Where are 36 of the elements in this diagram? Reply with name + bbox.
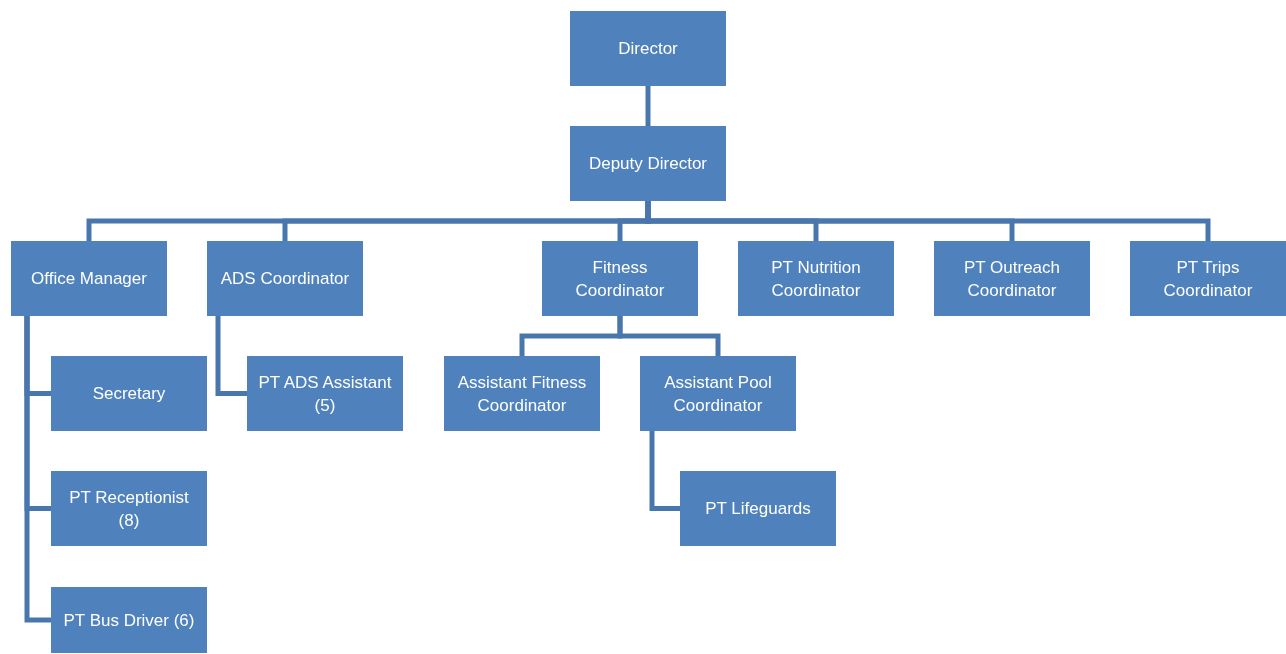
position-title: Assistant Pool Coordinator — [663, 371, 773, 417]
position-box — [207, 241, 363, 316]
position-title: PT Nutrition Coordinator — [770, 256, 862, 302]
position-title: Secretary — [92, 383, 166, 405]
position-title: ADS Coordinator — [220, 268, 350, 290]
connector-line — [649, 431, 680, 511]
position-title: PT Outreach Coordinator — [962, 256, 1062, 302]
position-box — [51, 356, 207, 431]
position-box — [738, 241, 894, 316]
position-box — [570, 126, 726, 201]
position-box — [934, 241, 1090, 316]
connector-line — [645, 86, 651, 126]
position-box — [11, 241, 167, 316]
position-box — [51, 587, 207, 653]
position-title: PT Lifeguards — [705, 498, 811, 520]
position-title: PT Receptionist (8) — [68, 486, 190, 532]
position-box — [247, 356, 403, 431]
position-title: PT ADS Assistant (5) — [257, 371, 393, 417]
position-title: Assistant Fitness Coordinator — [456, 371, 588, 417]
position-title: PT Trips Coordinator — [1162, 256, 1254, 302]
position-box — [680, 471, 836, 546]
position-title: Office Manager — [31, 268, 147, 290]
position-title: Deputy Director — [588, 153, 708, 175]
connector-line — [215, 316, 247, 396]
position-box — [1130, 241, 1286, 316]
connector-line — [24, 316, 51, 623]
position-box — [51, 471, 207, 546]
position-box — [640, 356, 796, 431]
position-box — [444, 356, 600, 431]
connector-line — [617, 316, 721, 356]
position-title: PT Bus Driver (6) — [63, 609, 195, 632]
connector-line — [645, 201, 1211, 241]
position-title: Director — [618, 38, 678, 60]
position-title: Fitness Coordinator — [574, 256, 666, 302]
position-box — [542, 241, 698, 316]
position-box — [570, 11, 726, 86]
